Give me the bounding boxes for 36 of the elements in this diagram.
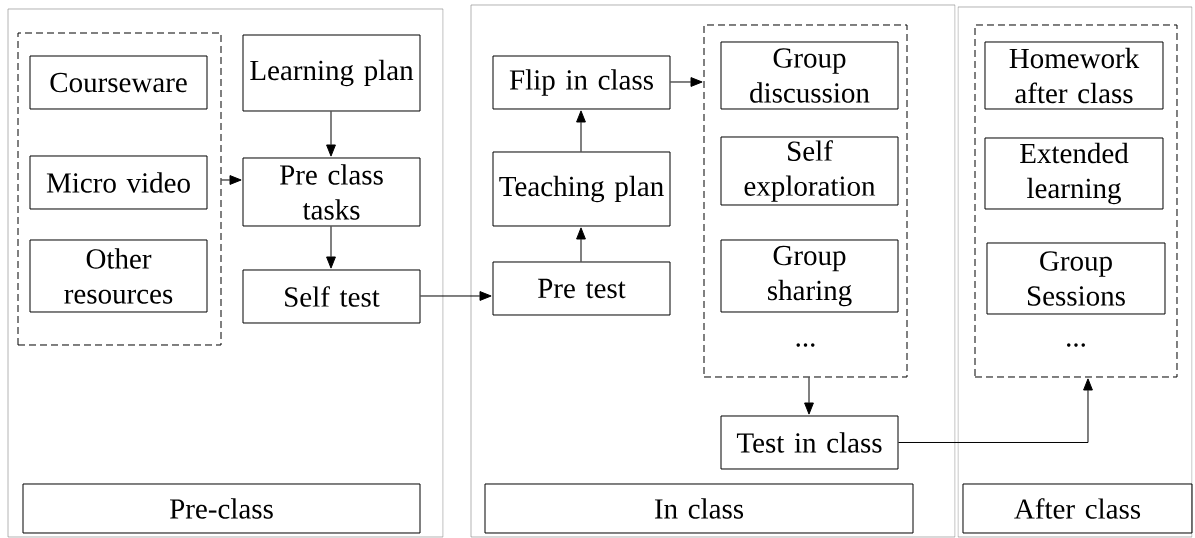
stage-panel <box>470 4 956 538</box>
process-box: Group discussion <box>720 41 899 110</box>
stage-panel <box>7 8 444 538</box>
arrow <box>326 226 336 269</box>
arrow <box>898 378 1093 443</box>
process-box: Self exploration <box>720 136 899 206</box>
arrow <box>221 175 242 185</box>
process-box: Test in class <box>720 415 899 470</box>
stage-label-box: In class <box>484 483 914 534</box>
process-box: Micro video <box>29 155 208 210</box>
dashed-group-box <box>703 24 908 378</box>
process-box: Other resources <box>29 239 208 313</box>
process-box: Pre test <box>492 261 671 316</box>
stage-label-box: Pre-class <box>22 483 421 534</box>
process-box: Courseware <box>29 55 208 110</box>
process-box: Pre class tasks <box>242 157 421 227</box>
process-box: Flip in class <box>492 55 671 110</box>
arrow <box>804 377 814 415</box>
arrow <box>576 110 586 152</box>
arrow <box>420 291 492 301</box>
arrow <box>576 227 586 262</box>
dashed-group-box <box>17 32 222 346</box>
stage-label-box: After class <box>962 483 1193 534</box>
stage-panel <box>957 6 1193 538</box>
process-box: Homework after class <box>984 41 1164 110</box>
process-box: Extended learning <box>984 137 1164 210</box>
arrow <box>326 111 336 157</box>
process-box: Group Sessions <box>986 242 1166 315</box>
process-box: Group sharing <box>720 239 899 313</box>
arrow <box>670 77 703 87</box>
process-box: Teaching plan <box>492 151 671 227</box>
process-box: Self test <box>242 269 421 324</box>
ellipsis-text: ... <box>1067 343 1085 347</box>
dashed-group-box <box>974 24 1178 378</box>
ellipsis-text: ... <box>796 343 815 347</box>
process-box: Learning plan <box>242 34 421 112</box>
